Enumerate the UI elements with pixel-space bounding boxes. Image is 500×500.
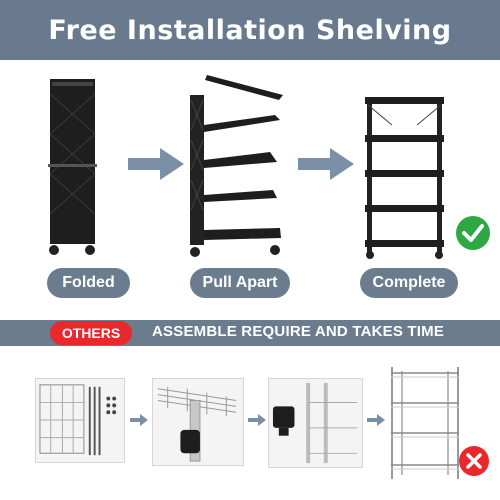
frame-assembly-image: [268, 378, 363, 468]
page-title: Free Installation Shelving: [48, 14, 452, 46]
parts-kit-image: [35, 378, 125, 463]
step-folded-label: Folded: [47, 268, 130, 298]
header-bar: Free Installation Shelving: [0, 0, 500, 60]
folded-shelf-image: [48, 79, 97, 255]
wire-shelf-image: [391, 367, 459, 479]
complete-shelf-image: [365, 97, 444, 259]
arrow-right-icon: [248, 414, 266, 426]
step-pull-apart-label: Pull Apart: [190, 268, 290, 298]
arrow-right-icon: [367, 414, 385, 426]
pole-clip-image: [152, 378, 244, 466]
banner-text: ASSEMBLE REQUIRE AND TAKES TIME: [152, 323, 445, 340]
arrow-right-icon: [298, 148, 354, 180]
step-complete-label: Complete: [360, 268, 458, 298]
check-circle-icon: [456, 216, 490, 250]
pull-apart-shelf-image: [190, 75, 283, 257]
arrow-right-icon: [130, 414, 148, 426]
x-circle-icon: [459, 446, 489, 476]
others-badge: OTHERS: [50, 321, 132, 345]
arrow-right-icon: [128, 148, 184, 180]
